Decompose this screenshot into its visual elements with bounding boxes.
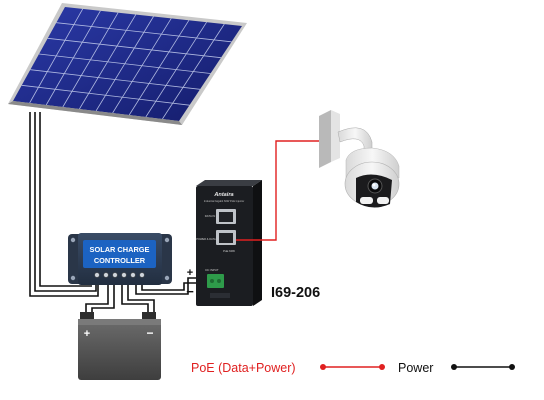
injector-model-label: I69-206 (271, 285, 320, 301)
legend-poe-label: PoE (Data+Power) (191, 361, 296, 375)
controller-terminals (94, 272, 145, 278)
controller-screen (83, 240, 156, 268)
legend-poe-line (320, 364, 385, 370)
legend-power-line (451, 364, 515, 370)
battery: + − (78, 312, 161, 380)
port-power-data-out-label: POWER & DATA OUT (196, 237, 222, 241)
legend: PoE (Data+Power) Power (191, 361, 515, 375)
controller-label-line1: SOLAR CHARGE (90, 245, 150, 254)
battery-minus-label: − (146, 326, 153, 340)
ptz-camera (319, 110, 400, 208)
solar-charge-controller: SOLAR CHARGE CONTROLLER (68, 233, 172, 285)
poe-cable (236, 140, 323, 241)
legend-power-label: Power (398, 361, 433, 375)
injector-header: Industrial Gigabit 60W PoE Injector (204, 199, 245, 203)
solar-panel-grid (21, 8, 232, 120)
poe-injector: Antaira Industrial Gigabit 60W PoE Injec… (196, 180, 262, 306)
power-wires (29, 112, 200, 318)
polarity-plus: + (187, 267, 193, 279)
dc-terminal-block (207, 274, 224, 288)
injector-brand: Antaira (213, 192, 233, 198)
polarity-minus: − (186, 284, 194, 299)
port-note: PoE 60W (223, 249, 235, 253)
terminal-label: DC INPUT (205, 268, 218, 272)
battery-plus-label: + (84, 328, 90, 340)
controller-label-line2: CONTROLLER (94, 256, 146, 265)
solar-panel (8, 3, 247, 125)
port-data-in-label: DATA IN (205, 214, 215, 218)
